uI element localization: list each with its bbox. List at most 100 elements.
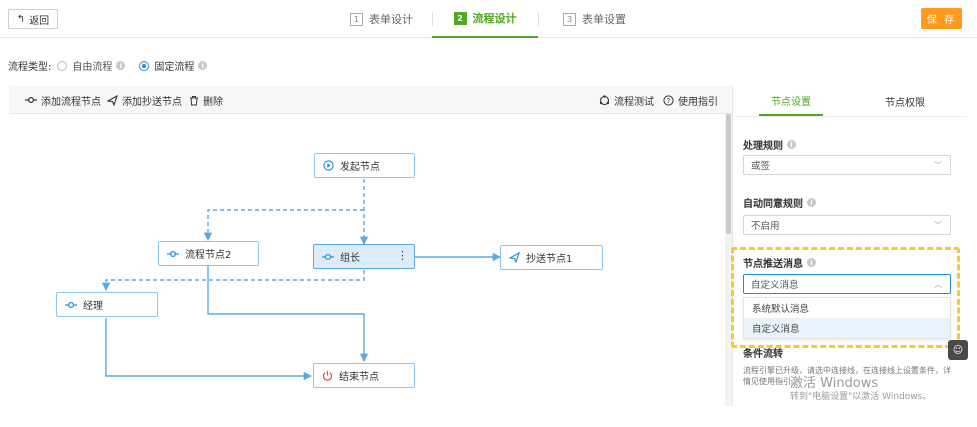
node-label: 组长 [340, 253, 360, 264]
question-circle-icon: ? [663, 94, 674, 106]
condition-label: 条件流转 [743, 345, 783, 360]
condition-help-text: 流程引擎已升级，请选中连接线，在连接线上设置条件，详情见使用指引。 [743, 366, 951, 386]
select-value: 不启用 [751, 221, 780, 232]
back-button[interactable]: ↰ 返回 [8, 9, 58, 29]
svg-text:?: ? [667, 97, 671, 105]
cycle-icon [599, 94, 610, 105]
tab-divider [733, 116, 967, 117]
node-icon [322, 253, 334, 260]
chevron-down-icon: ﹀ [934, 221, 942, 230]
delete-button[interactable]: 删除 [189, 86, 223, 114]
canvas-toolbar: 添加流程节点 添加抄送节点 删除 流程测试 ? 使用指引 [9, 86, 732, 114]
dropdown-option-selected[interactable]: 自定义消息 [744, 318, 950, 338]
step-label: 流程设计 [472, 12, 517, 25]
label-text: 自动同意规则 [743, 199, 803, 210]
tool-label: 添加流程节点 [41, 96, 101, 108]
chevron-up-icon: ︿ [934, 280, 942, 289]
assistant-robot-icon[interactable]: ☺ [948, 340, 968, 360]
send-icon [509, 252, 520, 263]
edge-leader-manager[interactable] [101, 270, 365, 292]
step-flow-design[interactable]: 2 流程设计 [432, 0, 538, 38]
radio-circle[interactable] [139, 60, 150, 71]
settings-panel: 节点设置 节点权限 处理规则 i 或签 ﹀ 自动同意规则 i 不启用 ﹀ 节点推… [732, 86, 967, 406]
step-form-settings[interactable]: 3 表单设置 [563, 0, 626, 38]
processing-rule-select[interactable]: 或签 ﹀ [743, 155, 951, 175]
processing-rule-label: 处理规则 i [743, 137, 796, 152]
node-flow2[interactable]: 流程节点2 [158, 241, 259, 266]
flow-test-button[interactable]: 流程测试 [599, 86, 654, 114]
node-label: 经理 [83, 301, 103, 312]
flow-type-row: 流程类型: 自由流程 i 固定流程 i [8, 58, 208, 73]
node-start[interactable]: 发起节点 [314, 153, 415, 178]
edges-layer [101, 179, 502, 381]
canvas-scrollbar[interactable] [725, 114, 732, 406]
select-value: 自定义消息 [751, 280, 799, 291]
save-button[interactable]: 保 存 [921, 8, 962, 29]
step-number: 3 [563, 12, 576, 26]
push-message-select[interactable]: 自定义消息 ︿ [743, 274, 951, 294]
label-text: 处理规则 [743, 141, 783, 152]
label-text: 节点推送消息 [743, 259, 803, 270]
flow-canvas[interactable]: 发起节点 流程节点2 组长 ⋮ 抄送节点1 经理 结束节点 [9, 114, 725, 406]
info-icon[interactable]: i [807, 258, 816, 267]
info-icon[interactable]: i [116, 61, 126, 70]
info-icon[interactable]: i [198, 61, 208, 70]
chevron-down-icon: ﹀ [934, 161, 942, 170]
node-leader[interactable]: 组长 ⋮ [313, 244, 415, 269]
tool-label: 删除 [203, 96, 223, 108]
radio-fixed-flow[interactable]: 固定流程 i [139, 58, 208, 73]
radio-circle[interactable] [57, 60, 68, 71]
radio-label: 自由流程 [72, 62, 113, 73]
back-arrow-icon: ↰ [16, 13, 26, 25]
activation-watermark: 激活 Windows [790, 376, 879, 391]
select-value: 或签 [751, 161, 771, 172]
label-text: 条件流转 [743, 349, 783, 360]
scrollbar-thumb[interactable] [726, 114, 731, 234]
step-form-design[interactable]: 1 表单设计 [350, 0, 413, 38]
step-label: 表单设置 [582, 13, 626, 26]
power-icon [322, 370, 333, 381]
node-label: 抄送节点1 [526, 254, 573, 265]
step-label: 表单设计 [369, 13, 413, 26]
node-label: 流程节点2 [185, 250, 232, 261]
play-circle-icon [323, 160, 334, 171]
step-divider [432, 12, 433, 26]
radio-free-flow[interactable]: 自由流程 i [57, 58, 126, 73]
info-icon[interactable]: i [807, 198, 816, 207]
back-label: 返回 [29, 15, 50, 27]
node-label: 结束节点 [339, 372, 379, 383]
top-bar: ↰ 返回 1 表单设计 2 流程设计 3 表单设置 保 存 [0, 0, 977, 38]
node-end[interactable]: 结束节点 [313, 363, 415, 388]
add-cc-node-button[interactable]: 添加抄送节点 [107, 86, 182, 114]
step-number: 2 [453, 11, 467, 25]
dropdown-option[interactable]: 系统默认消息 [752, 304, 810, 315]
auto-agree-select[interactable]: 不启用 ﹀ [743, 215, 951, 235]
send-icon [107, 94, 118, 106]
step-divider [538, 12, 539, 26]
node-icon [167, 250, 179, 257]
radio-label: 固定流程 [154, 62, 195, 73]
add-flow-node-button[interactable]: 添加流程节点 [25, 86, 101, 114]
node-label: 发起节点 [340, 162, 380, 173]
tab-node-settings[interactable]: 节点设置 [759, 86, 823, 116]
tool-label: 添加抄送节点 [122, 96, 182, 108]
more-vertical-icon[interactable]: ⋮ [397, 249, 408, 262]
info-icon[interactable]: i [787, 140, 796, 149]
trash-icon [190, 95, 198, 105]
tool-label: 流程测试 [614, 96, 654, 108]
guide-button[interactable]: ? 使用指引 [663, 86, 718, 114]
push-message-dropdown: 系统默认消息 自定义消息 [743, 297, 951, 339]
node-cc1[interactable]: 抄送节点1 [500, 245, 603, 270]
node-icon [65, 301, 77, 308]
edge-manager-end[interactable] [105, 318, 313, 381]
tab-node-permissions[interactable]: 节点权限 [885, 97, 925, 109]
auto-agree-label: 自动同意规则 i [743, 195, 816, 210]
step-number: 1 [350, 12, 363, 26]
flow-type-label: 流程类型: [8, 62, 52, 73]
push-message-label: 节点推送消息 i [743, 255, 816, 270]
highlight-box [731, 247, 960, 348]
node-manager[interactable]: 经理 [56, 292, 158, 317]
edge-flow2-end[interactable] [207, 266, 369, 363]
edge-start-flow2[interactable] [203, 209, 364, 242]
activation-watermark-sub: 转到"电脑设置"以激活 Windows。 [790, 392, 932, 402]
